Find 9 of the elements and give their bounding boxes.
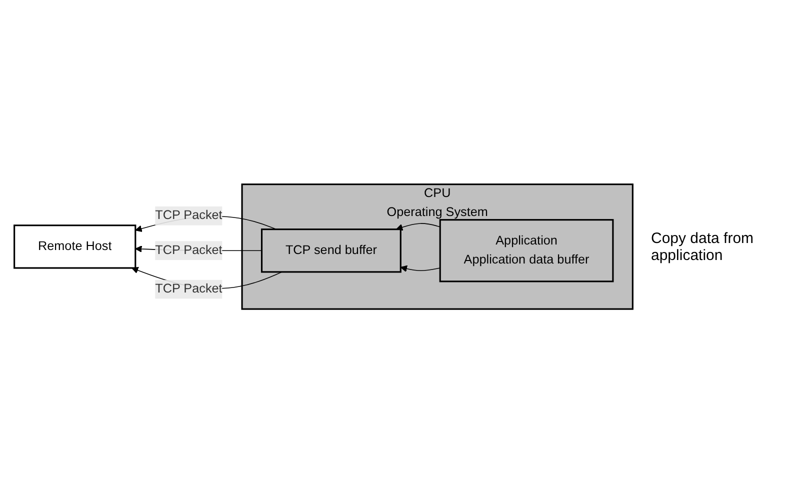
arrow	[400, 265, 440, 272]
edge-label: TCP Packet	[155, 243, 222, 257]
arrow	[396, 222, 440, 230]
edge-label: TCP Packet	[155, 208, 222, 222]
node-box: Application Application data buffer	[439, 218, 614, 282]
node-box: TCP send buffer	[260, 228, 402, 273]
node-box: Remote Host	[14, 224, 136, 269]
edge-label: TCP Packet	[155, 282, 222, 296]
note-text: Copy data from application	[651, 230, 755, 264]
